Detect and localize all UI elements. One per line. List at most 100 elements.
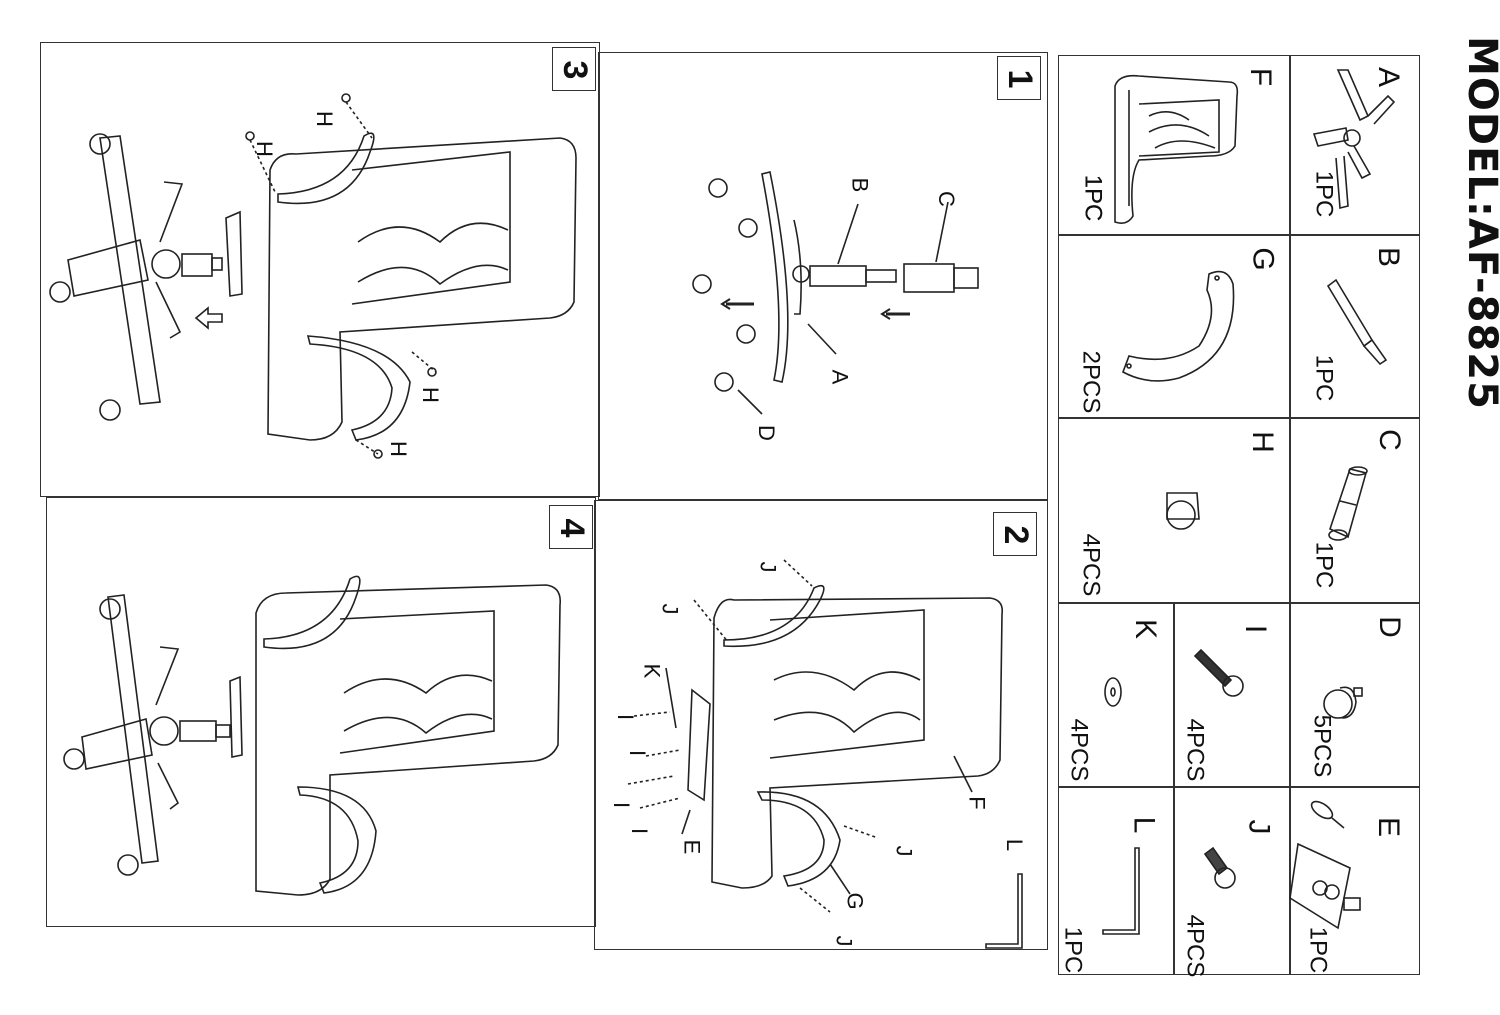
callout-b: B (847, 177, 873, 193)
callout-k: K (639, 663, 665, 679)
caster (99, 399, 121, 421)
part-cell-d: D 5PCS (1290, 604, 1420, 786)
part-cell-e: E 1PC (1289, 788, 1420, 974)
step-number-2: 2 (993, 512, 1037, 556)
mechanism (687, 688, 711, 802)
base (99, 135, 161, 405)
callout-i: I (627, 827, 653, 835)
callout-e: E (679, 839, 705, 855)
step-1-diagram (692, 171, 979, 415)
callout-i: I (609, 801, 635, 809)
cap-nut (245, 131, 255, 141)
model-title: MODEL:AF-8825 (1459, 36, 1500, 410)
bolt-icon (1193, 648, 1244, 697)
cap-nut (341, 93, 351, 103)
seat-back (267, 137, 577, 441)
step-panel-2 (594, 500, 1048, 950)
callout-c: C (933, 191, 959, 207)
base-hub (151, 249, 181, 279)
base-leg (761, 171, 789, 383)
step-panel-4 (46, 497, 596, 927)
callout-h: H (311, 111, 337, 127)
step-4-diagram (63, 575, 562, 896)
cylinder-cover-icon (1328, 466, 1368, 541)
caster (89, 133, 111, 155)
gas-cylinder-icon (1326, 278, 1388, 366)
base-leg (793, 219, 802, 315)
armrest-icon (1122, 270, 1235, 382)
step-3-diagram (49, 93, 577, 459)
callout-h: H (417, 387, 443, 403)
gas-lift-rod (865, 269, 897, 283)
callout-a: A (827, 369, 853, 385)
base-hub (149, 716, 179, 746)
cap-nut (427, 367, 437, 377)
caster (49, 281, 71, 303)
parts-divider (1058, 602, 1420, 604)
part-cell-j: J 4PCS (1175, 788, 1289, 978)
base-hub (792, 265, 810, 283)
step-number-1: 1 (997, 56, 1041, 100)
armrest (296, 786, 377, 894)
armrest (277, 132, 375, 205)
armrest (723, 584, 825, 648)
part-cell-b: B 1PC (1290, 236, 1420, 417)
callout-j: J (891, 845, 917, 857)
callout-j: J (657, 603, 683, 615)
part-cell-h: H 4PCS (1059, 419, 1289, 602)
armrest (306, 335, 411, 441)
mechanism-plate (225, 210, 243, 297)
caster-icon (1323, 686, 1363, 719)
parts-divider-vertical (1173, 602, 1175, 975)
callout-d: D (753, 425, 779, 441)
callout-f: F (964, 796, 990, 810)
caster (714, 372, 734, 392)
caster (708, 178, 728, 198)
step-panel-1 (598, 52, 1048, 500)
callout-i: I (625, 749, 651, 757)
cap-nut (373, 449, 383, 459)
washer-icon (1104, 677, 1122, 707)
caster (63, 748, 85, 770)
part-cell-l: L 1PC (1059, 788, 1173, 974)
caster (738, 218, 758, 238)
callout-i: I (613, 713, 639, 721)
part-cell-k: K 4PCS (1059, 604, 1173, 786)
armrest (263, 575, 361, 650)
caster (99, 598, 121, 620)
caster (117, 854, 139, 876)
callout-h: H (251, 141, 277, 157)
part-cell-c: C 1PC (1290, 419, 1420, 602)
parts-divider (1058, 234, 1420, 236)
mechanism-icon (1289, 800, 1361, 930)
callout-j: J (755, 561, 781, 573)
base (107, 594, 159, 864)
part-quantity: 1PC (1310, 170, 1338, 218)
step-number-3: 3 (552, 47, 596, 91)
step-panel-3 (40, 42, 600, 497)
seat-back (255, 584, 562, 896)
allen-key (985, 873, 1023, 949)
caster (692, 274, 712, 294)
caster (736, 324, 756, 344)
callout-g: G (842, 892, 868, 910)
cap-nut-icon (1166, 492, 1200, 530)
parts-table (1058, 55, 1420, 975)
callout-h: H (385, 441, 411, 457)
cylinder-cover (903, 263, 955, 293)
parts-divider (1058, 417, 1420, 419)
armrest (756, 791, 841, 887)
part-cell-i: I 4PCS (1175, 604, 1289, 786)
mechanism-plate (229, 675, 243, 758)
short-bolt-icon (1203, 846, 1236, 889)
cylinder-cover-end (953, 267, 979, 289)
base-icon (1312, 69, 1396, 210)
allen-key-icon (1102, 847, 1140, 935)
parts-divider (1058, 786, 1420, 788)
part-cell-a: A (1290, 56, 1420, 234)
arrow (194, 306, 223, 330)
step-2-diagram (627, 559, 1023, 949)
callout-j: J (831, 935, 857, 947)
parts-divider-vertical (1289, 55, 1291, 975)
callout-l: L (1002, 838, 1028, 852)
